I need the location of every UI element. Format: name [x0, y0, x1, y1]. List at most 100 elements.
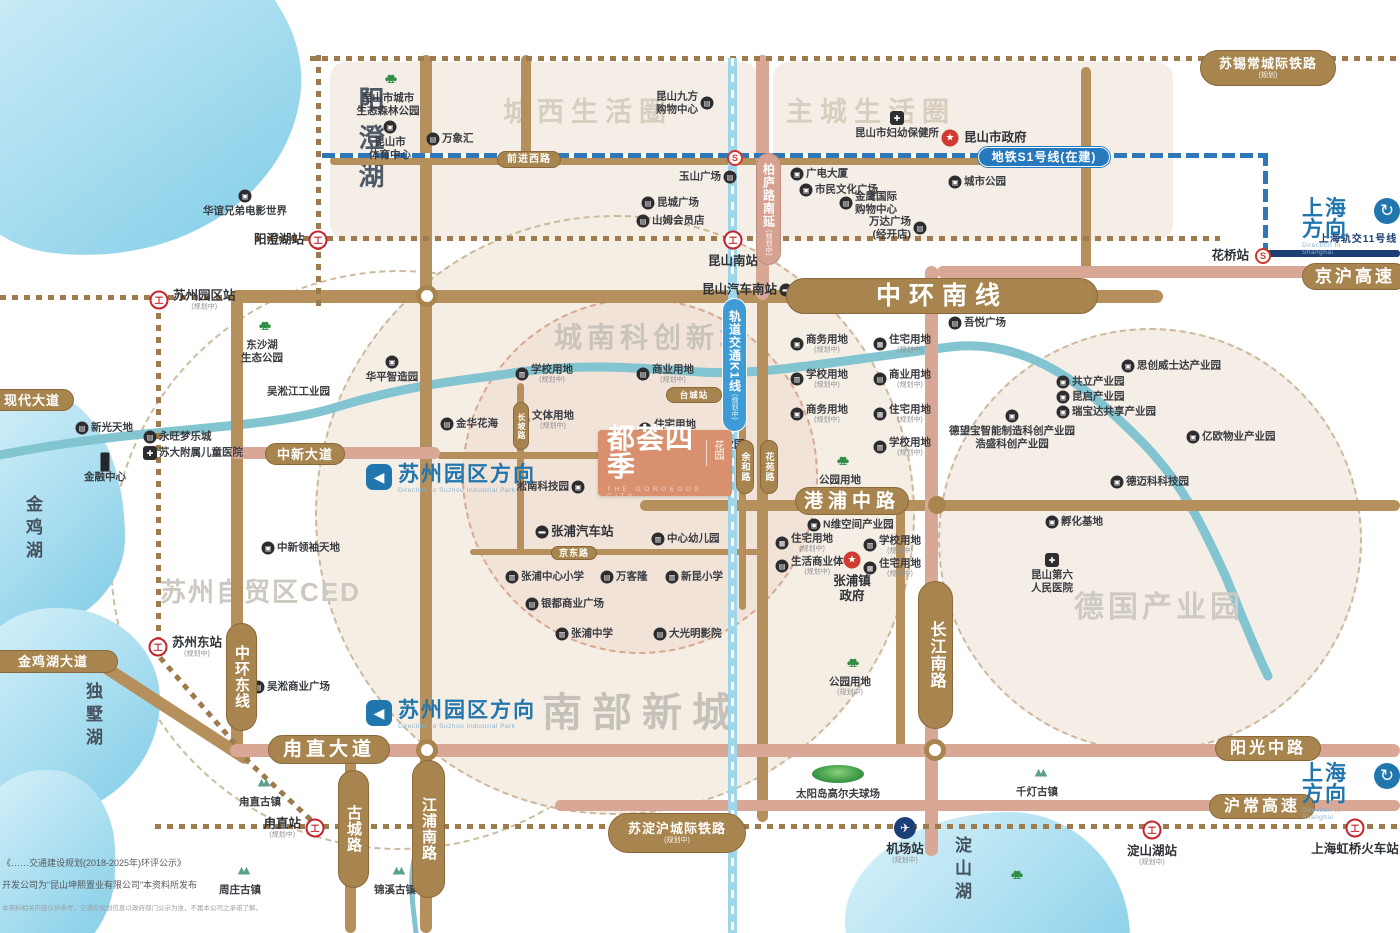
poi-icon: ▣	[1186, 430, 1200, 444]
cycle-arrow-icon: ↻	[1374, 198, 1400, 224]
rail-icon: 工	[149, 290, 169, 310]
metro-s1-line	[322, 153, 1266, 158]
road-south-vertical	[896, 500, 905, 751]
poi-icon: ▣	[807, 518, 821, 532]
poi-label: 甪直古镇	[239, 796, 281, 808]
road-qianjin-west	[330, 157, 1086, 165]
poi-label: 昆山南站	[707, 254, 759, 268]
road-badge: 长江南路	[918, 581, 953, 729]
road-badge: 中环东线	[226, 623, 257, 731]
rail-suxichang-intercity	[310, 56, 1400, 61]
poi-icon: ▣	[1110, 475, 1124, 489]
poi-label: 共立产业园	[1072, 375, 1125, 388]
project-name: 都荟四季	[607, 423, 695, 482]
poi-label: 瑞宝达共享产业园	[1072, 405, 1156, 418]
poi-label: 住宅用地(规划中)	[889, 333, 931, 354]
poi-label: 商务用地(规划中)	[806, 333, 848, 354]
school-icon: ▥	[651, 532, 665, 546]
rail-icon: 工	[1142, 820, 1162, 840]
junction-ring	[416, 739, 438, 761]
poi-label: N维空间产业园	[823, 518, 894, 531]
rail-icon: 工	[723, 230, 743, 250]
bus-icon: ▬	[535, 525, 549, 539]
poi-label: 学校用地(规划中)	[531, 363, 573, 384]
poi-label: 吾悦广场	[964, 316, 1006, 329]
poi-label: 文体用地(规划中)	[532, 409, 574, 430]
home-icon: ▦	[775, 536, 789, 550]
trees-icon: ♣♣	[258, 317, 272, 333]
metro-s1-line-vertical	[1263, 153, 1268, 256]
poi-label: 甪直站(规划中)	[263, 816, 301, 839]
poi-label: 思创威士达产业园	[1137, 359, 1221, 372]
mountain-icon: ▲▲	[255, 774, 273, 790]
poi-label: 广电大厦	[806, 167, 848, 180]
road-badge: 港浦中路	[795, 487, 909, 515]
cycle-arrow-icon: ↻	[1374, 763, 1400, 789]
poi-icon: ▣	[261, 541, 275, 555]
rail-icon: 工	[305, 818, 325, 838]
junction-dot	[928, 496, 946, 514]
golf-icon	[812, 765, 864, 783]
road-badge: 长坡路	[513, 402, 529, 450]
poi-label: 住宅用地(规划中)	[791, 532, 833, 553]
trees-icon: ♣♣	[384, 70, 398, 86]
road-gangpu-middle	[640, 500, 1400, 511]
poi-label: 昆山九方 购物中心	[656, 90, 698, 115]
disclaimer-line2: 开发公司为“昆山坤熙置业有限公司”本资料所发布	[2, 880, 197, 890]
road-changpo	[517, 383, 524, 555]
school-icon: ▥	[665, 570, 679, 584]
poi-label: 阳澄湖站	[253, 232, 304, 247]
shop-icon: ▤	[641, 196, 655, 210]
home-icon: ▦	[873, 337, 887, 351]
rail-icon: 工	[308, 230, 328, 250]
poi-label: 昆启产业园	[1072, 390, 1125, 403]
hospital-icon: ✚	[1045, 553, 1059, 567]
poi-label: 千灯古镇	[1016, 786, 1058, 798]
watermark-label: 德国产业园	[1074, 591, 1244, 624]
shop-icon: ▤	[636, 214, 650, 228]
poi-label: 张浦中心小学	[521, 570, 584, 583]
poi-icon: ▣	[948, 175, 962, 189]
star-icon: ★	[843, 551, 861, 569]
project-subtitle: THE GORGEOUS CITY	[607, 486, 703, 500]
metro-icon: S	[1255, 248, 1271, 264]
road-badge: 沪常高速	[1209, 794, 1315, 819]
road-changjiang-south	[925, 266, 938, 856]
road-badge: 前进西路	[497, 151, 561, 168]
poi-label: 机场站(规划中)	[886, 842, 924, 864]
poi-label: 张浦中学	[571, 627, 613, 640]
poi-label: 昆城广场	[657, 196, 699, 209]
road-badge: 中环南线	[786, 278, 1098, 314]
shop-icon: ▤	[913, 221, 927, 235]
watermark-label: 阳澄湖	[355, 86, 385, 200]
road-luzhi-yangguang	[230, 744, 1400, 757]
mountain-icon: ▲▲	[1032, 764, 1050, 780]
road-huchang-expressway	[555, 800, 1400, 811]
hospital-icon: ✚	[143, 446, 157, 460]
road-badge: 上海轨交11号线	[1318, 234, 1398, 245]
trees-icon: ♣♣	[836, 452, 850, 468]
rail-west-vertical	[156, 313, 161, 640]
poi-icon: ▣	[385, 355, 399, 369]
poi-label: 金融中心	[84, 471, 126, 483]
watermark-label: 主城生活圈	[786, 97, 956, 127]
trees-icon: ♣♣	[846, 654, 860, 670]
project-badge: 都荟四季 花园 THE GORGEOUS CITY	[598, 425, 732, 500]
poi-icon: ▣	[383, 120, 397, 134]
poi-label: 永旺梦乐城	[159, 430, 212, 443]
road-badge: 苏锡常城际铁路(规划)	[1200, 50, 1336, 86]
poi-label: 中心幼儿园	[667, 532, 720, 545]
shop-icon: ▤	[636, 367, 650, 381]
metro-icon: S	[727, 150, 743, 166]
poi-icon: ▣	[571, 480, 585, 494]
school-icon: ▥	[515, 367, 529, 381]
shop-icon: ▤	[653, 627, 667, 641]
shop-icon: ▤	[700, 96, 714, 110]
home-icon: ▦	[873, 407, 887, 421]
poi-icon: ▣	[1121, 359, 1135, 373]
poi-icon: ▣	[790, 337, 804, 351]
